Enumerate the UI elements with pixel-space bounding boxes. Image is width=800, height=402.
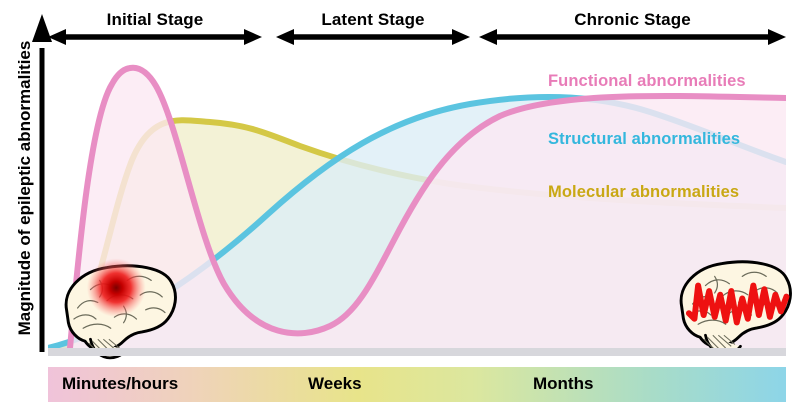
time-label-months: Months bbox=[533, 374, 594, 393]
y-axis-arrowhead bbox=[32, 14, 52, 42]
stage-label-chronic: Chronic Stage bbox=[574, 10, 691, 29]
y-axis bbox=[32, 14, 52, 352]
time-label-weeks: Weeks bbox=[308, 374, 362, 393]
red-spike-waveform bbox=[685, 282, 790, 326]
series-curves bbox=[48, 64, 786, 348]
series-label-molecular: Molecular abnormalities bbox=[548, 183, 740, 201]
series-label-functional: Functional abnormalities bbox=[548, 72, 746, 90]
red-glow-focus bbox=[86, 258, 146, 318]
latent-stage-arrow bbox=[276, 29, 470, 45]
axis-base-strip bbox=[48, 348, 786, 356]
brain-focal-lesion bbox=[64, 258, 177, 360]
chronic-stage-arrow bbox=[479, 29, 786, 45]
stage-label-latent: Latent Stage bbox=[321, 10, 425, 29]
series-functional bbox=[67, 64, 786, 348]
stage-arrows bbox=[48, 29, 786, 45]
y-axis-label: Magnitude of epileptic abnormalities bbox=[15, 40, 34, 336]
functional-line bbox=[67, 64, 786, 348]
initial-stage-arrow bbox=[48, 29, 262, 45]
functional-area bbox=[70, 67, 786, 348]
time-label-minutes-hours: Minutes/hours bbox=[62, 374, 179, 393]
stage-label-initial: Initial Stage bbox=[106, 10, 204, 29]
time-gradient-bar bbox=[48, 367, 786, 402]
series-label-structural: Structural abnormalities bbox=[548, 130, 741, 148]
